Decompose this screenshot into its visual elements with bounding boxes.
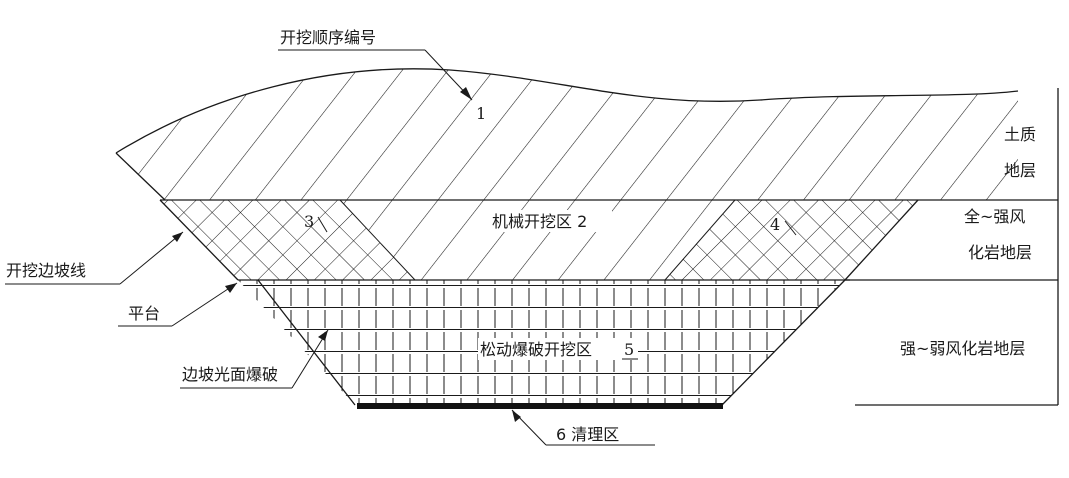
- slope-line-lower-right: [721, 279, 846, 406]
- label-mechanical-zone: 机械开挖区 2: [492, 212, 587, 231]
- label-zone-4: 4: [770, 215, 780, 234]
- leader-slope-line: [5, 231, 184, 285]
- label-zone-5: 5: [624, 340, 634, 359]
- zone-3-crosshatch: [160, 200, 415, 280]
- label-cleanup-zone: 6 清理区: [556, 425, 619, 444]
- zone-3-boundary: [339, 199, 416, 281]
- arrowhead-icon: [460, 87, 472, 100]
- slope-line-upper: [115, 152, 166, 201]
- zone-4-crosshatch: [665, 200, 918, 280]
- arrowhead-icon: [172, 232, 183, 242]
- label-platform: 平台: [128, 304, 160, 323]
- zone-6-cleanup-bar: [357, 403, 723, 409]
- label-rock-layer: 强~弱风化岩地层: [900, 339, 1025, 358]
- leader-smooth-blasting: [180, 329, 329, 389]
- arrowhead-icon: [512, 410, 521, 422]
- label-smooth-blasting: 边坡光面爆破: [182, 365, 278, 384]
- leader-zone-3: [317, 216, 328, 233]
- label-bg-blasting: [478, 338, 638, 360]
- leader-excavation-order: [278, 49, 473, 101]
- label-soil-layer-1: 土质: [1004, 125, 1036, 144]
- label-weathered-layer-2: 化岩地层: [968, 243, 1032, 262]
- ground-surface-line: [115, 68, 1019, 154]
- label-zone-3: 3: [304, 212, 314, 231]
- arrowhead-icon: [318, 330, 328, 341]
- slope-line-lower-left: [257, 279, 356, 406]
- slope-line-right: [844, 199, 919, 281]
- label-bg-mechanical: [490, 210, 612, 232]
- label-weathered-layer-1: 全~强风: [964, 207, 1025, 226]
- zone-4-boundary: [664, 199, 736, 281]
- label-excavation-order: 开挖顺序编号: [280, 28, 376, 47]
- label-blasting-zone: 松动爆破开挖区: [480, 340, 592, 359]
- zone-2-mechanical-excavation: [340, 200, 735, 280]
- label-soil-layer-2: 地层: [1004, 161, 1036, 180]
- label-slope-line: 开挖边坡线: [6, 261, 86, 280]
- leader-zone-4: [784, 220, 797, 236]
- zone-1-soil-excavation: [115, 68, 1019, 201]
- leader-cleanup: [511, 409, 655, 446]
- slope-line-middle: [159, 199, 239, 281]
- arrowhead-icon: [225, 283, 237, 293]
- label-zone-1: 1: [476, 104, 486, 123]
- leader-platform: [118, 282, 238, 327]
